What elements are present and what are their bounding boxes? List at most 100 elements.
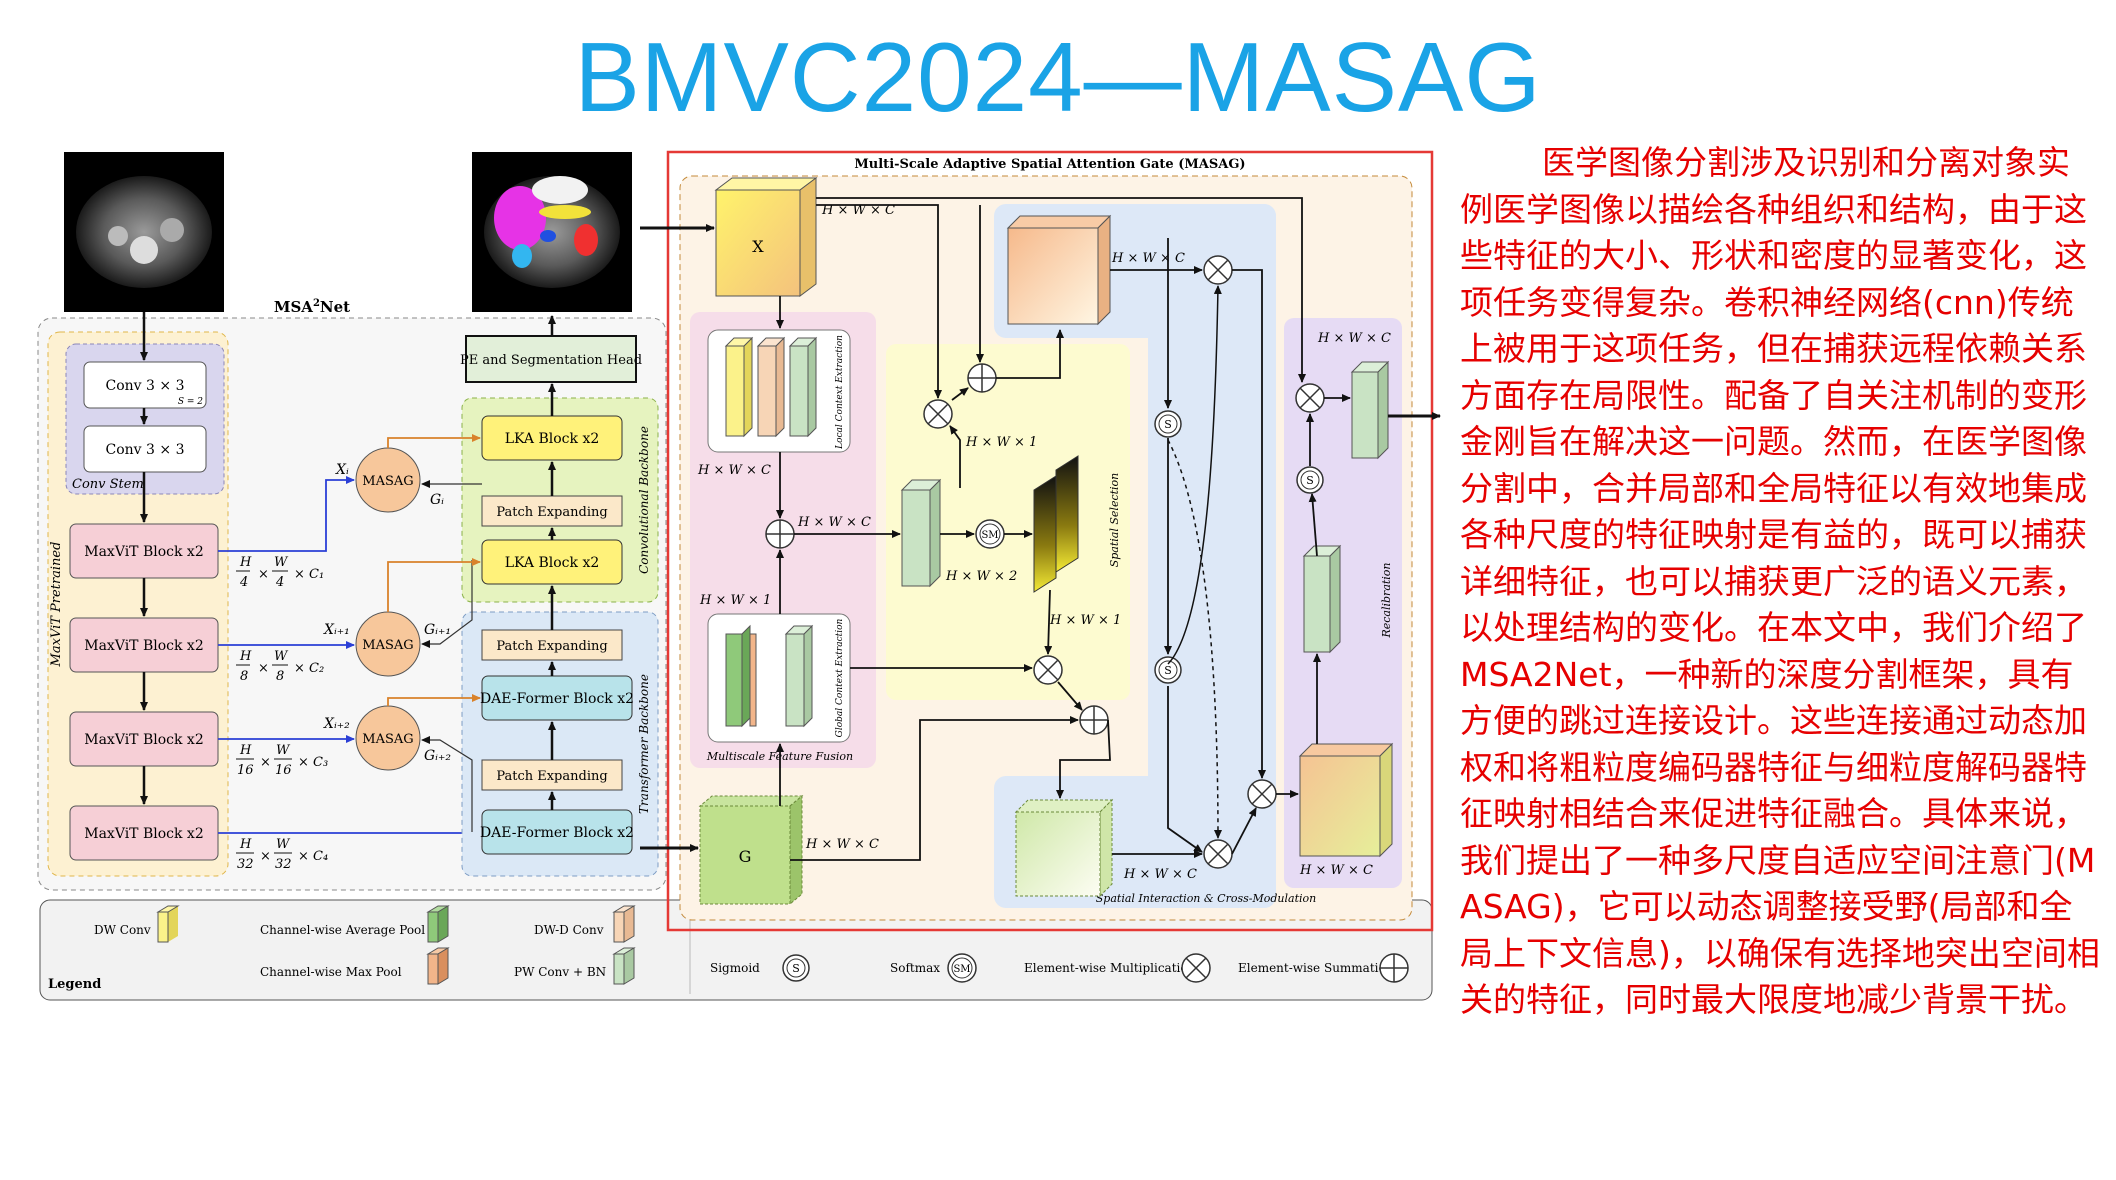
masag-node-3: MASAG (355, 705, 421, 771)
slide-title: BMVC2024—MASAG (574, 22, 1542, 132)
svg-text:16: 16 (275, 763, 292, 778)
lka-block-2: LKA Block x2 (481, 539, 623, 585)
svg-text:×: × (260, 755, 271, 770)
svg-text:S: S (1306, 474, 1314, 487)
description-text: 医学图像分割涉及识别和分离对象实例医学图像以描绘各种组织和结构，由于这些特征的大… (1460, 143, 2100, 1019)
legend-sum-icon (1379, 953, 1409, 983)
svg-text:H: H (239, 555, 252, 570)
masag-node-2: MASAG (355, 611, 421, 677)
svg-text:W: W (274, 555, 289, 570)
local-context-layers (724, 336, 818, 438)
patch-expanding-3: Patch Expanding (481, 759, 623, 791)
svg-text:X: X (752, 237, 764, 256)
global-dims-label: H × W × 1 (699, 593, 771, 608)
conv-stem-label: Conv Stem (72, 477, 144, 492)
g-dims-label: H × W × C (805, 837, 879, 852)
svg-text:SM: SM (981, 530, 998, 541)
svg-text:×: × (260, 849, 271, 864)
legend-softmax-icon: SM (947, 953, 977, 983)
recalibration-pw-conv-lower (1302, 544, 1342, 654)
legend-max-pool-icon (426, 947, 450, 985)
legend: Legend DW Conv Channel-wise Average Pool… (39, 899, 1433, 1001)
svg-text:S: S (1164, 418, 1172, 431)
svg-text:MaxViT Block x2: MaxViT Block x2 (84, 544, 203, 560)
spatial-interaction-region-right (1148, 204, 1276, 908)
interaction-curve-2 (1167, 439, 1222, 839)
svg-text:W: W (276, 743, 291, 758)
softmax-dims-label: H × W × 2 (945, 569, 1017, 584)
multiply-node-local (923, 399, 953, 429)
svg-text:MaxViT Block x2: MaxViT Block x2 (84, 826, 203, 842)
svg-text:Patch Expanding: Patch Expanding (496, 769, 607, 784)
seg-pancreas (539, 205, 591, 219)
svg-text:Patch Expanding: Patch Expanding (496, 505, 607, 520)
lka-block-1: LKA Block x2 (481, 415, 623, 461)
svg-text:Conv 3 × 3: Conv 3 × 3 (106, 378, 185, 394)
transformer-backbone-label: Transformer Backbone (637, 674, 651, 814)
maxvit-pretrained-label: MaxViT Pretrained (49, 542, 64, 668)
masag-detail-diagram: Multi-Scale Adaptive Spatial Attention G… (640, 150, 1441, 932)
svg-text:MASAG: MASAG (362, 732, 413, 747)
svg-text:MaxViT Block x2: MaxViT Block x2 (84, 638, 203, 654)
interaction-bottom-dims-label: H × W × C (1123, 867, 1197, 882)
svg-text:Element-wise Summation: Element-wise Summation (1238, 961, 1394, 975)
sigmoid-node-bottom: S (1154, 656, 1182, 684)
svg-text:× C₃: × C₃ (298, 755, 328, 770)
fusion-sum-node (765, 519, 795, 549)
fusion-pw-conv (900, 478, 942, 588)
svg-text:Softmax: Softmax (890, 961, 940, 975)
svg-text:Channel-wise Max Pool: Channel-wise Max Pool (260, 965, 402, 979)
seg-kidney (512, 244, 532, 268)
spatial-selection-region (886, 344, 1130, 700)
x-label-2: Xᵢ₊₁ (323, 622, 350, 638)
recalibration-multiply-node (1295, 383, 1325, 413)
svg-text:MASAG: MASAG (362, 638, 413, 653)
svg-text:32: 32 (237, 857, 254, 872)
recalibration-cube (1298, 742, 1394, 858)
legend-title: Legend (48, 977, 101, 992)
masag-panel-border (666, 150, 1434, 932)
recalibration-sigmoid-node: S (1296, 466, 1324, 494)
sum-node-top (967, 363, 997, 393)
local-context-label: Local Context Extraction (835, 335, 845, 450)
patch-expanding-1: Patch Expanding (481, 495, 623, 527)
multiply-node-global (1033, 655, 1063, 685)
svg-text:LKA Block x2: LKA Block x2 (505, 555, 600, 571)
svg-text:MASAG: MASAG (362, 474, 413, 489)
ct-scan-body (76, 176, 212, 288)
svg-text:16: 16 (237, 763, 254, 778)
local-dims-label: H × W × C (697, 463, 771, 478)
svg-text:Sigmoid: Sigmoid (710, 961, 760, 975)
interaction-cube-top (1006, 214, 1112, 326)
g-label-2: Gᵢ₊₁ (424, 622, 451, 638)
dims-label-1: H4 × W4 × C₁ (236, 555, 324, 590)
global-context-label: Global Context Extraction (835, 618, 845, 737)
svg-text:8: 8 (240, 669, 248, 684)
interaction-cube-bottom (1014, 798, 1114, 898)
conv-stride-label: S = 2 (178, 397, 203, 407)
svg-text:LKA Block x2: LKA Block x2 (505, 431, 600, 447)
svg-text:× C₂: × C₂ (294, 661, 324, 676)
svg-text:Channel-wise Average Pool: Channel-wise Average Pool (260, 923, 425, 937)
legend-sigmoid-icon: S (782, 954, 810, 982)
svg-text:H: H (239, 837, 252, 852)
convolutional-backbone-label: Convolutional Backbone (637, 426, 651, 574)
dims-label-2: H8 × W8 × C₂ (236, 649, 324, 684)
msa2net-title: MSA2Net (274, 298, 350, 316)
spatial-selection-maps (1033, 455, 1079, 593)
recalibration-cube-dims-label: H × W × C (1299, 863, 1373, 878)
svg-text:PE and Segmentation Head: PE and Segmentation Head (460, 353, 642, 368)
spatial-interaction-label: Spatial Interaction & Cross-Modulation (1096, 892, 1316, 905)
msa2net-diagram: MSA2Net MaxViT Pretrained Conv Stem Conv… (37, 152, 667, 891)
svg-text:4: 4 (275, 575, 284, 590)
svg-text:× C₁: × C₁ (294, 567, 324, 582)
svg-text:S: S (1164, 664, 1172, 677)
svg-text:×: × (258, 661, 269, 676)
legend-dw-d-conv-icon (612, 905, 636, 943)
dims-label-4: H32 × W32 × C₄ (236, 837, 328, 872)
legend-pw-conv-icon (612, 947, 636, 985)
svg-text:Patch Expanding: Patch Expanding (496, 639, 607, 654)
recalibration-pw-conv-upper (1350, 360, 1390, 460)
svg-text:Element-wise Multiplication: Element-wise Multiplication (1024, 961, 1196, 975)
